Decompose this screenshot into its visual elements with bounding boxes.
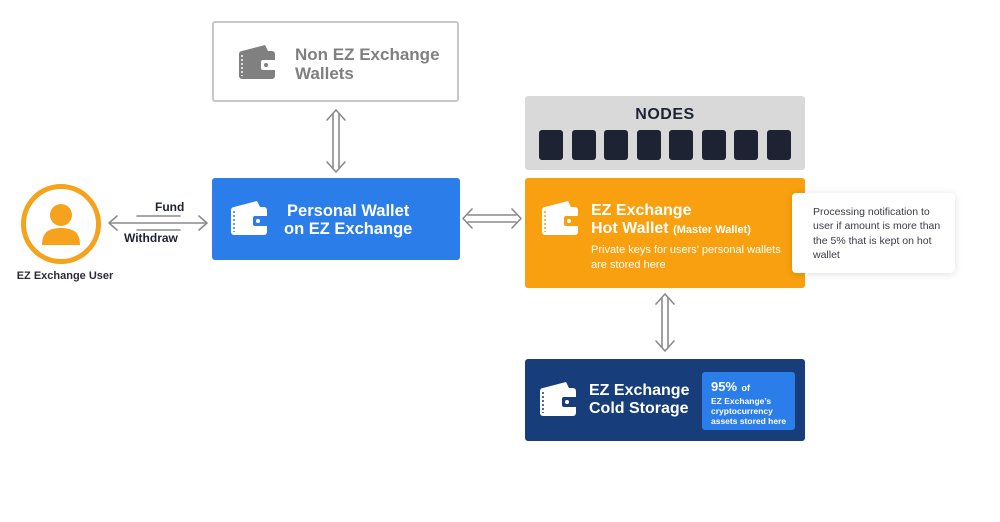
wallet-icon <box>231 201 269 235</box>
hot-wallet-title: EZ Exchange Hot Wallet (Master Wallet) <box>591 202 751 237</box>
node-chip <box>539 130 563 160</box>
cold-storage-title-line2: Cold Storage <box>589 399 689 417</box>
nodes-title: NODES <box>635 106 695 123</box>
hot-wallet-title-line2-wrap: Hot Wallet (Master Wallet) <box>591 220 751 238</box>
notification-callout: Processing notification to user if amoun… <box>792 193 955 273</box>
withdraw-label: Withdraw <box>124 231 178 245</box>
user-icon <box>42 204 80 245</box>
non-ez-wallets-box: Non EZ Exchange Wallets <box>212 21 459 102</box>
personal-wallet-title: Personal Wallet on EZ Exchange <box>284 202 412 238</box>
node-chip <box>571 130 596 160</box>
nodes-box: NODES <box>525 96 805 170</box>
non-ez-title-line1: Non EZ Exchange <box>295 45 440 64</box>
fund-withdraw-arrow <box>108 215 208 231</box>
cold-storage-box: EZ Exchange Cold Storage 95% of EZ Excha… <box>525 359 805 441</box>
cold-storage-title: EZ Exchange Cold Storage <box>589 382 689 417</box>
user-avatar <box>21 184 101 264</box>
non-ez-title: Non EZ Exchange Wallets <box>295 45 440 83</box>
personal-wallet-box: Personal Wallet on EZ Exchange <box>212 178 460 260</box>
badge-percent: 95% <box>711 379 738 394</box>
wallet-icon <box>239 45 277 79</box>
hot-wallet-description: Private keys for users’ personal wallets… <box>591 244 781 271</box>
user-label: EZ Exchange User <box>16 270 114 282</box>
hot-wallet-title-line2: Hot Wallet <box>591 219 669 237</box>
non-ez-title-line2: Wallets <box>295 63 354 83</box>
badge-text: EZ Exchange’s cryptocurrency assets stor… <box>711 396 787 426</box>
hot-cold-arrow <box>655 293 675 352</box>
node-chip <box>604 130 628 160</box>
fund-label: Fund <box>155 200 185 214</box>
personal-wallet-title-line2: on EZ Exchange <box>284 220 413 239</box>
node-chip <box>669 130 693 160</box>
personal-hot-arrow <box>462 208 522 229</box>
wallet-icon <box>540 382 578 416</box>
hot-wallet-box: EZ Exchange Hot Wallet (Master Wallet) P… <box>525 178 805 288</box>
node-chip <box>701 130 726 160</box>
node-chip <box>734 130 758 160</box>
hot-wallet-master-label: (Master Wallet) <box>673 223 751 236</box>
node-chip <box>636 130 661 160</box>
hot-wallet-title-line1: EZ Exchange <box>591 202 692 219</box>
badge-of: of <box>741 383 750 393</box>
cold-storage-badge: 95% of EZ Exchange’s cryptocurrency asse… <box>702 372 795 430</box>
non-ez-personal-arrow <box>326 109 346 173</box>
cold-storage-title-line1: EZ Exchange <box>589 382 690 399</box>
personal-wallet-title-line1: Personal Wallet <box>287 202 410 220</box>
node-chip <box>766 130 791 160</box>
wallet-icon <box>542 201 580 235</box>
